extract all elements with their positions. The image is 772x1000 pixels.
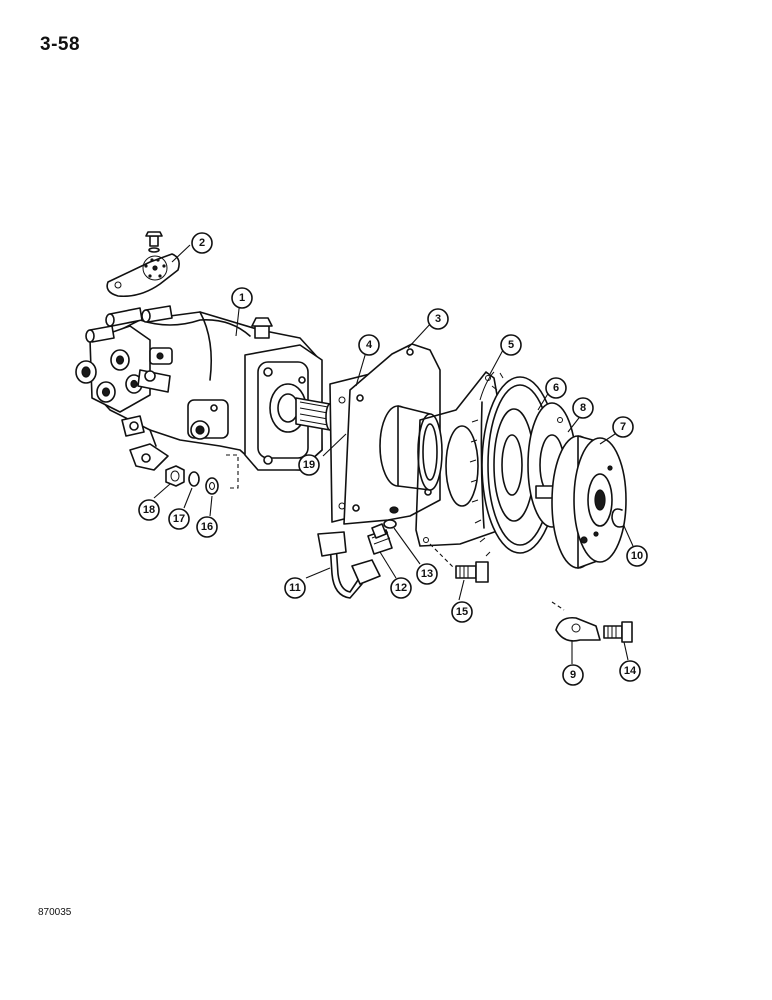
svg-text:18: 18 — [143, 504, 155, 516]
callout-18: 18 — [138, 499, 160, 521]
part-cap-screw — [429, 543, 489, 583]
part-union-fitting — [367, 523, 393, 555]
svg-text:9: 9 — [570, 669, 576, 681]
svg-text:13: 13 — [421, 568, 433, 580]
svg-text:1: 1 — [239, 292, 245, 304]
svg-text:12: 12 — [395, 582, 407, 594]
svg-text:11: 11 — [289, 582, 301, 594]
callout-2: 2 — [191, 232, 213, 254]
callout-1: 1 — [231, 287, 253, 309]
callout-4: 4 — [358, 334, 380, 356]
part-injection-pump — [75, 305, 335, 489]
callout-17: 17 — [168, 508, 190, 530]
svg-text:17: 17 — [173, 513, 185, 525]
callout-16: 16 — [196, 516, 218, 538]
callout-8: 8 — [572, 397, 594, 419]
callout-11: 11 — [284, 577, 306, 599]
part-sealing-washer — [383, 519, 397, 529]
callout-3: 3 — [427, 308, 449, 330]
part-bolt — [603, 621, 633, 643]
svg-text:2: 2 — [199, 237, 205, 249]
callout-9: 9 — [562, 664, 584, 686]
callout-13: 13 — [416, 563, 438, 585]
svg-text:14: 14 — [624, 665, 637, 677]
callout-5: 5 — [500, 334, 522, 356]
callout-19: 19 — [298, 454, 320, 476]
part-adapter-housing — [343, 343, 443, 525]
svg-text:8: 8 — [580, 402, 586, 414]
part-fuel-tube — [317, 531, 381, 599]
callout-7: 7 — [612, 416, 634, 438]
part-lock-washer — [188, 471, 200, 487]
svg-text:16: 16 — [201, 521, 213, 533]
callout-14: 14 — [619, 660, 641, 682]
svg-text:10: 10 — [631, 550, 643, 562]
page-number: 3-58 — [40, 34, 81, 55]
part-drive-hub — [551, 435, 627, 569]
callout-10: 10 — [626, 545, 648, 567]
callout-12: 12 — [390, 577, 412, 599]
part-lock-plate — [551, 601, 601, 642]
svg-text:19: 19 — [303, 459, 315, 471]
svg-text:15: 15 — [456, 606, 468, 618]
part-snap-ring — [611, 508, 625, 528]
svg-text:3: 3 — [435, 313, 441, 325]
callout-15: 15 — [451, 601, 473, 623]
svg-text:5: 5 — [508, 339, 514, 351]
svg-text:4: 4 — [366, 339, 373, 351]
part-bracket-plate — [106, 231, 180, 298]
part-flat-washer — [205, 477, 219, 495]
figure-code: 870035 — [38, 907, 72, 918]
svg-text:7: 7 — [620, 421, 626, 433]
part-nut — [165, 465, 185, 487]
callout-6: 6 — [545, 377, 567, 399]
svg-text:6: 6 — [553, 382, 559, 394]
